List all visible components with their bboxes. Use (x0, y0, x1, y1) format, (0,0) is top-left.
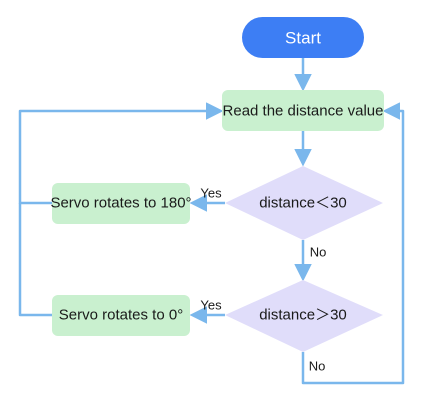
read-distance-label: Read the distance value (223, 103, 384, 120)
edge-label-no-2: No (309, 359, 326, 374)
decision-greater-than-label: distance＞30 (259, 307, 347, 324)
read-distance-node: Read the distance value (222, 90, 384, 131)
servo-0-label: Servo rotates to 0° (59, 307, 183, 324)
edge-label-yes-1: Yes (200, 186, 222, 201)
start-shape (242, 17, 364, 58)
servo-180-label: Servo rotates to 180° (50, 195, 191, 212)
start-label: Start (285, 29, 321, 48)
decision-greater-than-node: distance＞30 (225, 280, 383, 352)
decision-less-than-shape (225, 166, 383, 240)
decision-less-than-node: distance＜30 (225, 166, 383, 240)
decision-greater-than-shape (225, 280, 383, 352)
servo-180-shape (52, 183, 190, 224)
read-distance-shape (222, 90, 384, 131)
connectors (18, 58, 405, 385)
loop-decision-gt-no-to-read (301, 102, 405, 385)
loop-servo-0-to-read (18, 203, 52, 317)
servo-180-node: Servo rotates to 180° (50, 183, 192, 224)
edge-label-no-1: No (310, 245, 327, 260)
loop-servo-180-to-read (18, 102, 224, 205)
servo-0-node: Servo rotates to 0° (52, 295, 190, 336)
servo-0-shape (52, 295, 190, 336)
start-node: Start (242, 17, 364, 58)
decision-less-than-label: distance＜30 (259, 195, 347, 212)
edge-label-yes-2: Yes (200, 298, 222, 313)
